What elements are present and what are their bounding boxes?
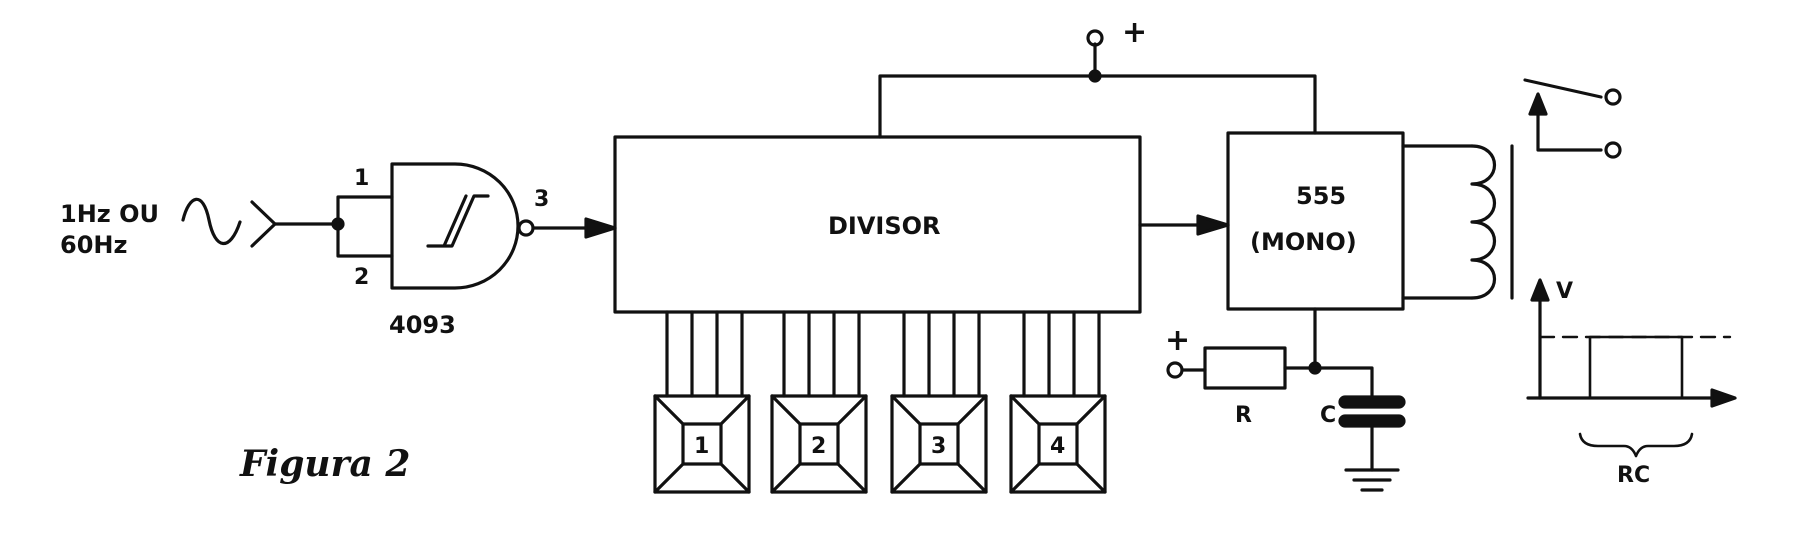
relay-actuator-arrow: [1528, 92, 1548, 116]
switch-bus-lines: [665, 310, 1101, 398]
resistor-label: R: [1235, 403, 1252, 428]
switch-3-label: 3: [931, 434, 946, 459]
gate-pin1-label: 1: [354, 166, 369, 191]
timer-label-line1: 555: [1296, 182, 1346, 210]
graph-x-label: RC: [1617, 463, 1650, 488]
gate-pin2-wire: [336, 222, 394, 258]
switch-3: [890, 394, 988, 494]
gate-pin2-label: 2: [354, 265, 369, 290]
pulse-waveform: [1588, 335, 1684, 400]
relay-coil-leads: [1401, 144, 1474, 300]
timer-555-block: [1226, 131, 1405, 311]
supply-junction-dot: [1088, 69, 1102, 83]
supply-plus-label: +: [1122, 15, 1147, 50]
input-label-line2: 60Hz: [60, 231, 127, 259]
schmitt-trigger-symbol: [426, 194, 490, 248]
graph-y-label: V: [1556, 279, 1573, 304]
capacitor-label: C: [1320, 403, 1336, 428]
relay-contact-top: [1604, 88, 1622, 106]
graph-y-arrow: [1530, 278, 1550, 302]
gate-output-bubble: [517, 219, 535, 237]
gate-pin3-label: 3: [534, 187, 549, 212]
divisor-label: DIVISOR: [828, 212, 941, 240]
gate-pin1-wire: [336, 195, 394, 226]
switch-4-label: 4: [1050, 434, 1065, 459]
sine-wave-icon: [181, 197, 242, 245]
figure-caption: Figura 2: [239, 443, 410, 485]
pulse-graph: [1526, 278, 1737, 458]
input-label-line1: 1Hz OU: [60, 200, 159, 228]
resistor-r: [1203, 346, 1287, 390]
arrow-to-timer: [1196, 214, 1230, 236]
arrow-to-divisor: [584, 217, 617, 239]
nand-gate: [390, 162, 520, 290]
rc-plus-label: +: [1165, 323, 1190, 358]
junction-to-capacitor-wire: [1313, 366, 1374, 402]
graph-x-arrow: [1710, 388, 1737, 408]
switch-4: [1009, 394, 1107, 494]
rc-brace: [1578, 432, 1694, 458]
gate-part-label: 4093: [389, 311, 456, 339]
supply-terminal: [1086, 29, 1104, 47]
switch-2: [770, 394, 868, 494]
supply-rail: [878, 74, 1317, 139]
switch-2-label: 2: [811, 434, 826, 459]
rc-plus-terminal: [1166, 361, 1184, 379]
timer-label-line2: (MONO): [1250, 228, 1357, 256]
relay-armature: [1523, 78, 1603, 99]
input-connector: [250, 200, 277, 248]
relay-contact-arm: [1536, 98, 1603, 152]
ground-icon: [1344, 468, 1400, 492]
switch-1: [653, 394, 751, 494]
relay-contact-bottom: [1604, 141, 1622, 159]
relay-coil-icon: [1470, 144, 1497, 300]
capacitor-top-plate: [1338, 395, 1406, 409]
switch-1-label: 1: [694, 434, 709, 459]
